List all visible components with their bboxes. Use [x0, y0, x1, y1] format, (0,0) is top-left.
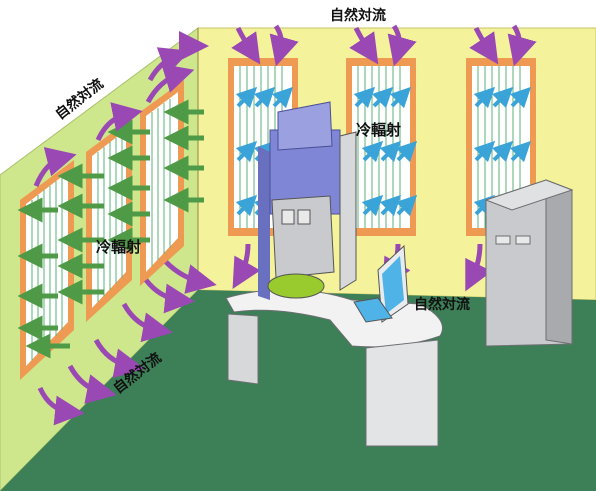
control-cabinet: [484, 179, 574, 347]
keyboard: [353, 297, 393, 323]
label-natural-convection-top: 自然対流: [330, 7, 386, 24]
convection-arrows-top: [231, 24, 537, 67]
label-natural-convection-right: 自然対流: [414, 296, 470, 313]
monitor: [377, 244, 409, 323]
electron-microscope: [258, 101, 357, 300]
convection-arrows-left-top: [33, 31, 209, 187]
label-cold-radiation-back: 冷輻射: [356, 121, 401, 139]
radiation-arrows-left: [17, 99, 204, 359]
label-cold-radiation-left: 冷輻射: [96, 238, 141, 256]
convection-arrows-left-bottom: [37, 260, 217, 426]
